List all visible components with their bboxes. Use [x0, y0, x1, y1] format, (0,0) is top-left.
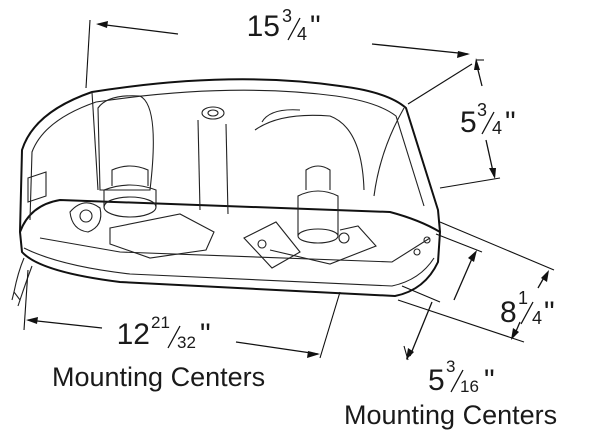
overall-height-numerator: 3	[477, 100, 487, 120]
overall-width-whole: 8	[500, 296, 517, 329]
mounting-length-denominator: 32	[177, 333, 196, 352]
overall-width-denominator: 4	[532, 308, 542, 328]
overall-length-numerator: 3	[282, 6, 292, 26]
mounting-width-fraction-bar	[450, 369, 464, 393]
overall-width-unit: "	[544, 296, 555, 329]
overall-length-dimension: 15 3 4 "	[85, 6, 473, 105]
overall-length-denominator: 4	[297, 24, 307, 44]
mounting-length-label: Mounting Centers	[52, 362, 265, 392]
light-bar-body	[11, 78, 441, 307]
overall-length-unit: "	[310, 10, 321, 43]
mounting-length-whole: 12	[117, 318, 150, 351]
mounting-width-whole: 5	[428, 364, 445, 397]
overall-width-numerator: 1	[518, 288, 528, 308]
mounting-width-denominator: 16	[460, 377, 479, 396]
mounting-length-dimension: 12 21 32 " Mounting Centers	[23, 269, 341, 392]
overall-height-dimension: 5 3 4 "	[439, 58, 516, 189]
mounting-length-numerator: 21	[151, 313, 170, 332]
mounting-length-unit: "	[200, 318, 211, 351]
overall-length-whole: 15	[247, 10, 280, 43]
overall-height-fraction-bar	[481, 111, 495, 135]
mounting-width-unit: "	[484, 364, 495, 397]
mounting-width-label: Mounting Centers	[344, 400, 557, 430]
overall-width-dimension: 8 1 4 "	[397, 221, 555, 343]
mounting-width-dimension: 5 3 16 " Mounting Centers	[344, 233, 557, 430]
mounting-width-numerator: 3	[446, 357, 455, 376]
mounting-length-fraction-bar	[167, 325, 181, 349]
left-motor-assembly	[69, 165, 215, 259]
right-motor-assembly	[243, 165, 377, 269]
overall-height-denominator: 4	[492, 118, 502, 138]
overall-length-fraction-bar	[287, 17, 301, 41]
overall-height-unit: "	[505, 106, 516, 139]
overall-width-fraction-bar	[520, 301, 534, 325]
overall-height-whole: 5	[460, 106, 477, 139]
